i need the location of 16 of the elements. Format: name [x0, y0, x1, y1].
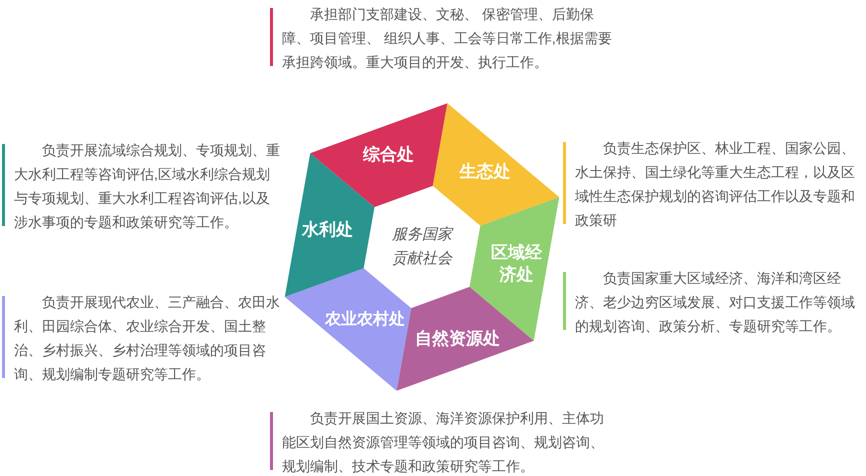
description-text: 负责国家重大区域经济、海洋和湾区经济、老少边穷区域发展、对口支援工作等领域的规划咨询、政策分析、专题研究等工作。 [575, 269, 856, 336]
description-text: 负责开展流域综合规划、专项规划、重大水利工程等咨询评估,区域水利综合规划与专项规划、重大水利工程咨询评估,以及涉水事项的专题和政策研究等工作。 [14, 141, 281, 232]
center-text: 服务国家贡献社会 [390, 223, 454, 271]
segment-label: 综合处 [362, 144, 414, 166]
description-text: 承担部门支部建设、文秘、 保密管理、后勤保障、项目管理、 组织人事、工会等日常工作,根据需要承担跨领域。重大项目的开发、执行工作。 [282, 5, 612, 72]
segment-label: 自然资源处 [415, 328, 500, 350]
segment-label: 区域经济处 [490, 242, 544, 286]
hexagon-segment [310, 103, 448, 208]
description-text: 负责生态保护区、林业工程、国家公园、水土保持、国土绿化等重大生态工程，以及区域性生态保护规划的咨询评估工作以及专题和政策研 [575, 139, 856, 230]
description-text: 负责开展现代农业、三产融合、农田水利、田园综合体、农业综合开发、国土整治、乡村振兴、乡村治理等领域的项目咨询、规划编制专题研究等工作。 [14, 293, 281, 384]
segment-label: 生态处 [459, 160, 510, 183]
segment-label: 农业农村处 [325, 310, 405, 330]
hexagon-segment [432, 103, 560, 226]
hexagon-segment [284, 268, 412, 391]
description-text: 负责开展国土资源、海洋资源保护利用、主体功能区划自然资源管理等领域的项目咨询、规划咨询、规划编制、技术专题和政策研究等工作。 [282, 409, 605, 476]
segment-label: 水利处 [302, 218, 353, 241]
